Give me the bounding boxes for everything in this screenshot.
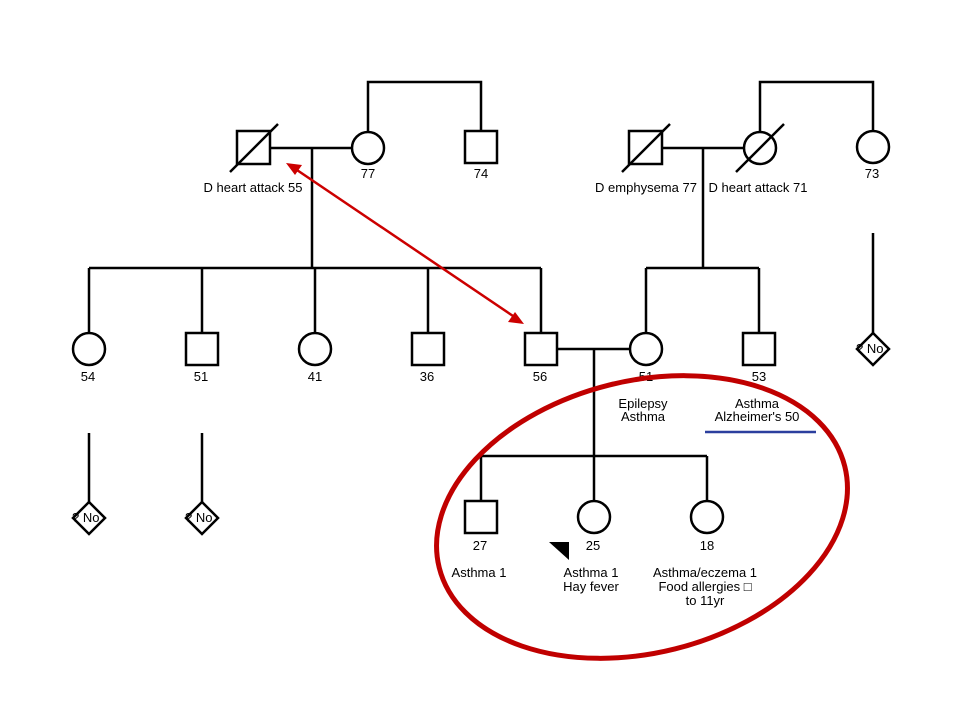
annotation-arrow xyxy=(286,163,524,324)
highlight-ellipse xyxy=(434,373,850,661)
no-children-diamond-icon xyxy=(184,500,220,536)
father-square xyxy=(523,331,559,367)
double-arrow-line xyxy=(293,166,517,320)
paternal-aunt-circle xyxy=(71,331,107,367)
proband-condition: Asthma 1 xyxy=(564,565,619,580)
paternal-great-uncle-square xyxy=(463,129,499,165)
proband-age: 25 xyxy=(586,538,600,553)
maternal-sibship-group: 51 53 Epilepsy Asthma Asthma Alzheimer's… xyxy=(618,148,816,434)
father-age: 56 xyxy=(533,369,547,384)
maternal-uncle-age: 53 xyxy=(752,369,766,384)
paternal-great-uncle-age: 74 xyxy=(474,166,488,181)
maternal-uncle-condition: Alzheimer's 50 xyxy=(715,409,800,424)
proband-circle xyxy=(576,499,612,535)
maternal-grandmother-label: D heart attack 71 xyxy=(709,180,808,195)
no-children-label: ? No xyxy=(72,510,99,525)
nuclear-family-group: 27 25 18 Asthma 1 Asthma 1 Hay fever Ast… xyxy=(452,347,757,608)
deceased-slash-icon xyxy=(229,123,279,173)
paternal-uncle-square xyxy=(410,331,446,367)
paternal-uncle-square xyxy=(184,331,220,367)
daughter-age: 18 xyxy=(700,538,714,553)
daughter-condition: Asthma/eczema 1 xyxy=(653,565,757,580)
deceased-slash-icon xyxy=(621,123,671,173)
arrowhead-icon xyxy=(508,312,524,324)
daughter-condition: Food allergies □ xyxy=(658,579,751,594)
uncle-age: 36 xyxy=(420,369,434,384)
paternal-grandfather-label: D heart attack 55 xyxy=(204,180,303,195)
maternal-grandparents-group: D emphysema 77 D heart attack 71 73 xyxy=(595,80,891,333)
mother-condition: Asthma xyxy=(621,409,666,424)
daughter-condition: to 11yr xyxy=(686,593,725,608)
no-children-label: ? No xyxy=(856,341,883,356)
deceased-slash-icon xyxy=(735,123,785,173)
arrowhead-icon xyxy=(286,163,302,175)
maternal-great-aunt-age: 73 xyxy=(865,166,879,181)
sibship-line-maternal-grandmother-aunt xyxy=(758,80,875,131)
uncle-age: 51 xyxy=(194,369,208,384)
daughter-circle xyxy=(689,499,725,535)
mother-condition: Epilepsy xyxy=(618,396,668,411)
no-children-group: ? No ? No ? No xyxy=(71,331,891,536)
aunt-age: 41 xyxy=(308,369,322,384)
son-square xyxy=(463,499,499,535)
no-children-label: ? No xyxy=(185,510,212,525)
proband-condition: Hay fever xyxy=(563,579,619,594)
no-children-diamond-icon xyxy=(71,500,107,536)
paternal-aunt-circle xyxy=(297,331,333,367)
paternal-grandparents-group: D heart attack 55 77 74 xyxy=(204,80,499,195)
aunt-age: 54 xyxy=(81,369,95,384)
paternal-grandmother-circle xyxy=(350,130,386,166)
son-condition: Asthma 1 xyxy=(452,565,507,580)
maternal-uncle-condition: Asthma xyxy=(735,396,780,411)
paternal-sibship-group: 54 51 41 36 56 xyxy=(71,148,559,384)
proband-arrow-icon xyxy=(549,542,569,560)
maternal-uncle-square xyxy=(741,331,777,367)
sibship-line-grandmother-uncle xyxy=(366,80,483,131)
maternal-grandfather-label: D emphysema 77 xyxy=(595,180,697,195)
son-age: 27 xyxy=(473,538,487,553)
paternal-grandmother-age: 77 xyxy=(361,166,375,181)
maternal-great-aunt-circle xyxy=(855,129,891,165)
mother-circle xyxy=(628,331,664,367)
no-children-diamond-icon xyxy=(855,331,891,367)
